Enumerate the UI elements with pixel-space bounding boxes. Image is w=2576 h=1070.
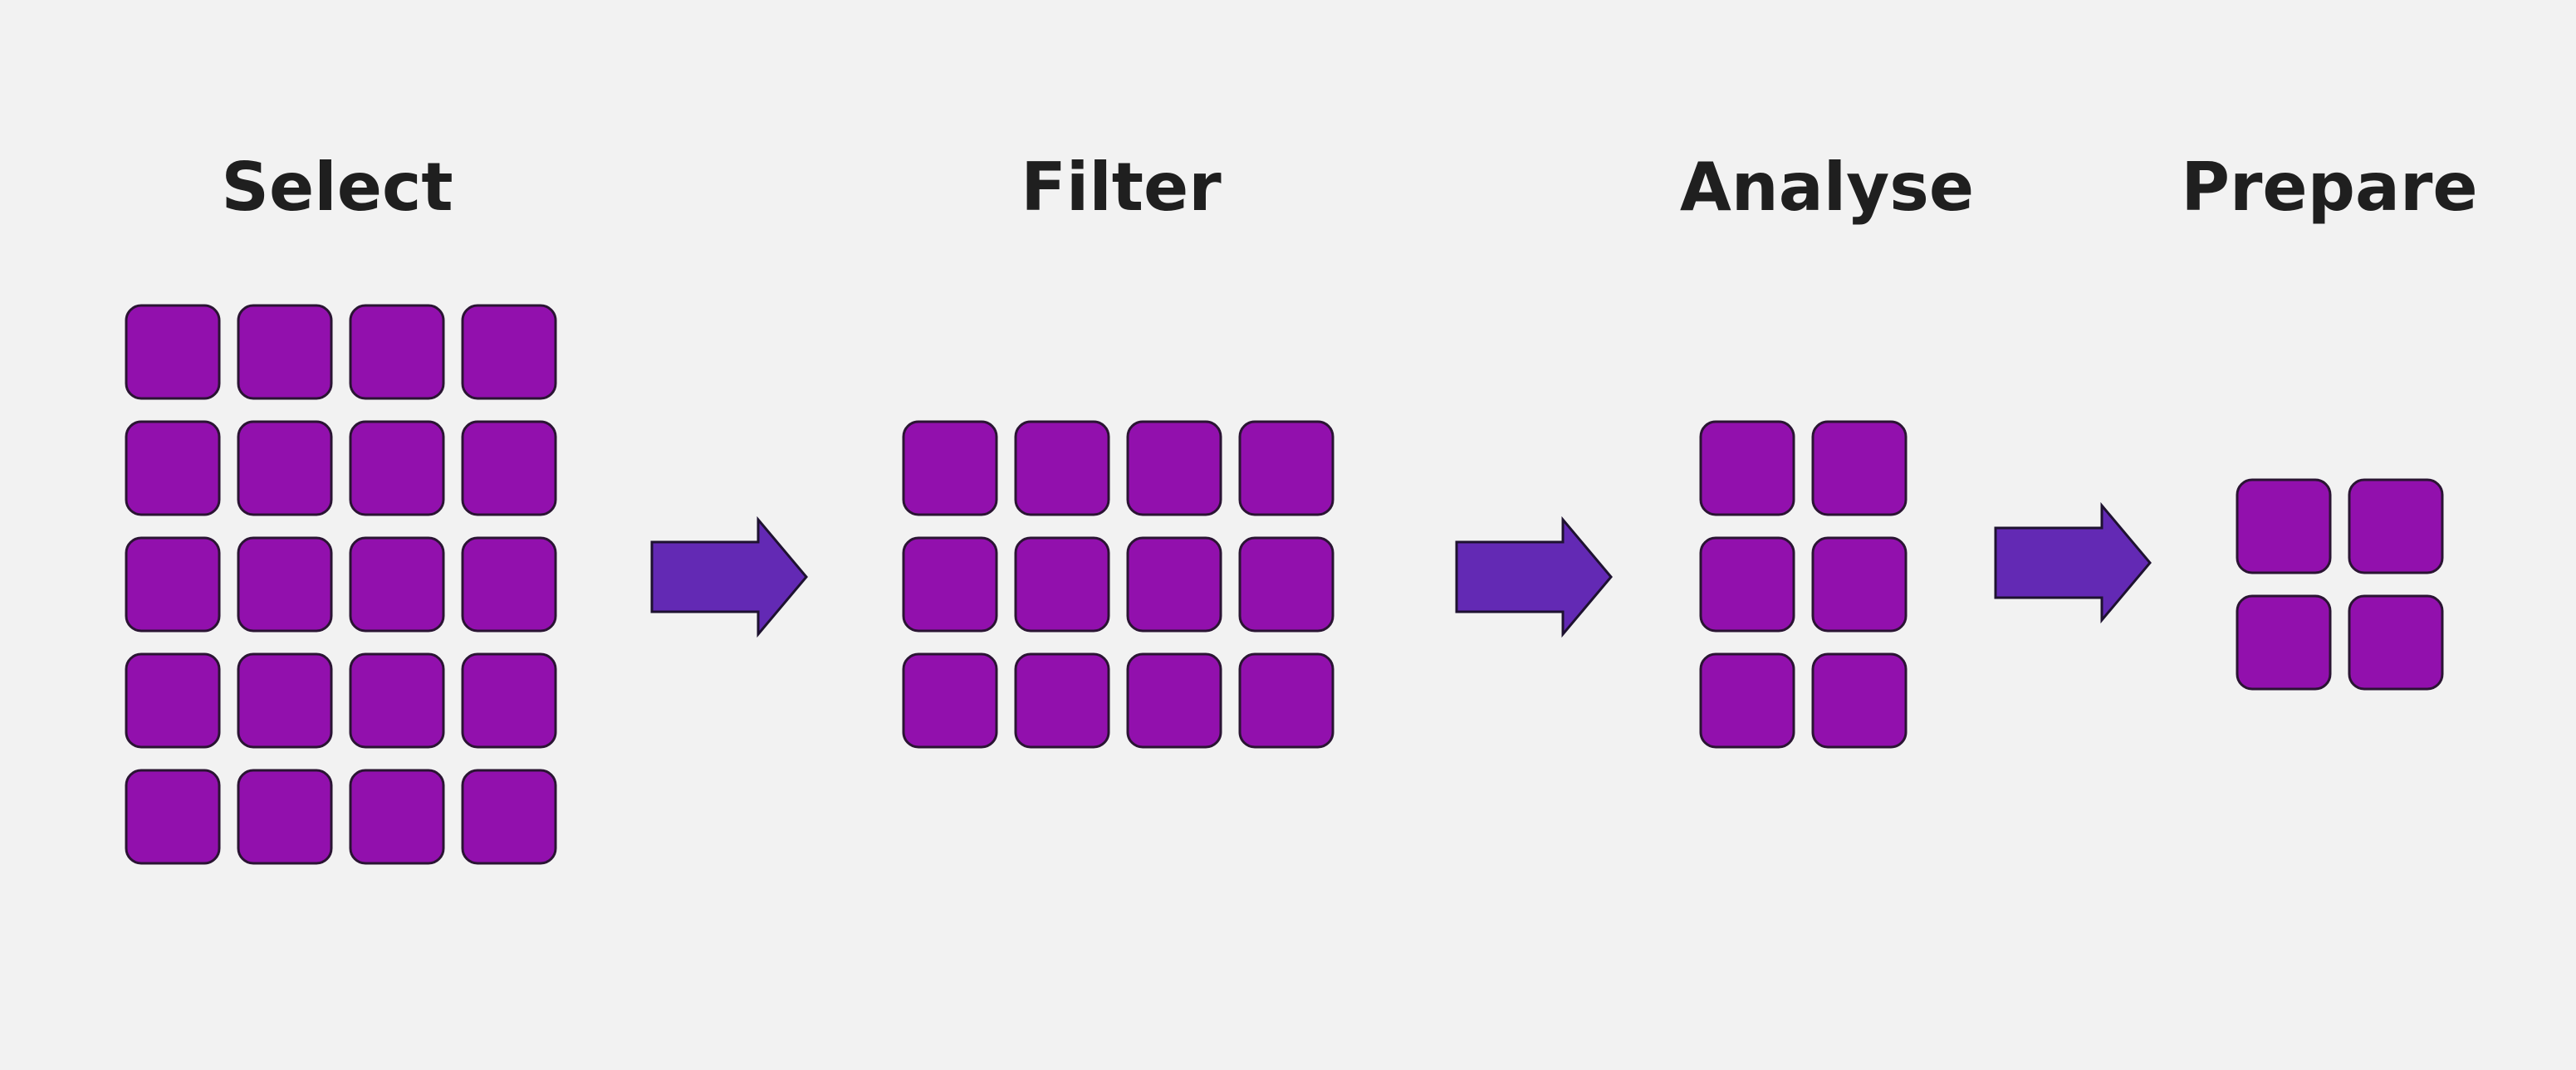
data-tile xyxy=(125,420,221,516)
data-tile xyxy=(125,536,221,633)
data-tile xyxy=(1014,652,1110,749)
data-tile xyxy=(902,652,998,749)
data-tile xyxy=(461,304,557,400)
data-tile xyxy=(349,769,445,865)
data-tile xyxy=(461,420,557,516)
stage-title-filter: Filter xyxy=(1021,149,1222,226)
data-tile xyxy=(902,420,998,516)
data-tile xyxy=(1811,420,1908,516)
data-tile xyxy=(1238,420,1335,516)
data-tile xyxy=(349,304,445,400)
data-tile xyxy=(2348,594,2444,691)
data-tile xyxy=(1126,420,1222,516)
data-tile xyxy=(237,652,333,749)
data-tile xyxy=(349,652,445,749)
data-tile xyxy=(1014,536,1110,633)
arrow-right-icon xyxy=(1455,515,1613,638)
stage-title-analyse: Analyse xyxy=(1680,149,1974,226)
data-tile xyxy=(2236,478,2332,574)
data-tile xyxy=(237,420,333,516)
data-tile xyxy=(237,769,333,865)
arrow-right-icon xyxy=(1994,501,2152,624)
data-tile xyxy=(125,304,221,400)
data-tile xyxy=(349,536,445,633)
select-tile-grid xyxy=(125,304,557,865)
filter-tile-grid xyxy=(902,420,1335,749)
data-tile xyxy=(902,536,998,633)
data-tile xyxy=(237,536,333,633)
prepare-tile-grid xyxy=(2236,478,2444,691)
stage-title-select: Select xyxy=(221,149,453,226)
data-tile xyxy=(461,769,557,865)
data-tile xyxy=(461,536,557,633)
data-tile xyxy=(1699,652,1795,749)
data-tile xyxy=(1014,420,1110,516)
data-tile xyxy=(1811,652,1908,749)
arrow-right-icon xyxy=(650,515,808,638)
data-tile xyxy=(1699,420,1795,516)
data-tile xyxy=(2236,594,2332,691)
data-tile xyxy=(1699,536,1795,633)
data-tile xyxy=(461,652,557,749)
data-tile xyxy=(237,304,333,400)
data-tile xyxy=(1238,536,1335,633)
data-tile xyxy=(1126,652,1222,749)
data-tile xyxy=(349,420,445,516)
data-tile xyxy=(1811,536,1908,633)
data-tile xyxy=(1126,536,1222,633)
data-tile xyxy=(1238,652,1335,749)
data-tile xyxy=(125,769,221,865)
data-tile xyxy=(125,652,221,749)
analyse-tile-grid xyxy=(1699,420,1908,749)
data-tile xyxy=(2348,478,2444,574)
stage-title-prepare: Prepare xyxy=(2181,149,2477,226)
